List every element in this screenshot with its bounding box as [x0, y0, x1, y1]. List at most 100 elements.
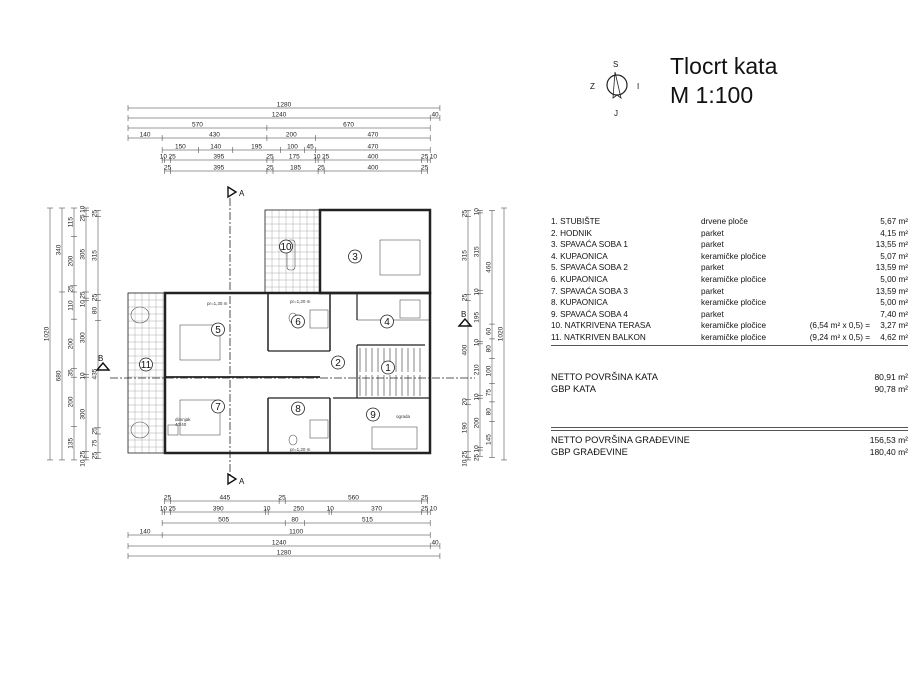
- section-b-label: B: [98, 354, 103, 363]
- section-b-left-marker: [95, 361, 111, 371]
- summary-value: 80,91 m²: [874, 372, 908, 382]
- room-area: 4,15 m²: [880, 228, 908, 238]
- dimension-label: 25: [421, 495, 429, 502]
- dimension-label: 60: [486, 328, 493, 336]
- dimension-label: 140: [140, 132, 151, 139]
- dimension-label: 400: [367, 154, 378, 161]
- summary-label: GBP GRAĐEVINE: [551, 447, 628, 457]
- dimension-label: 1100: [289, 529, 303, 536]
- dimension-label: 10: [474, 208, 481, 216]
- dimension-label: 10: [462, 459, 469, 467]
- room-number-circle: [381, 360, 395, 375]
- dimension-label: 10: [160, 154, 168, 161]
- dimension-label: 25: [279, 495, 287, 502]
- dimension-label: 10: [80, 459, 87, 467]
- dimension-label: 395: [213, 154, 224, 161]
- room-area: 5,00 m²: [880, 298, 908, 308]
- dimension-label: 200: [286, 132, 297, 139]
- dimension-label: 80: [92, 307, 99, 315]
- room-number-circle: [291, 314, 305, 329]
- room-area: 7,40 m²: [880, 309, 908, 319]
- dimension-label: 315: [462, 250, 469, 261]
- dimension-label: 10: [327, 506, 335, 513]
- dimension-label: 190: [462, 422, 469, 433]
- dimension-label: 340: [56, 244, 63, 255]
- dimension-label: 25: [474, 454, 481, 462]
- summary-label: NETTO POVRŠINA KATA: [551, 372, 658, 382]
- dimension-label: 110: [68, 300, 75, 311]
- dimension-label: 25: [164, 165, 172, 172]
- summary-value: 156,53 m²: [869, 435, 908, 445]
- chimney: [167, 424, 179, 436]
- dimension-label: 75: [92, 439, 99, 447]
- legend-rule: [551, 344, 908, 346]
- dimension-label: 1280: [277, 550, 292, 557]
- dimension-label: 25: [68, 285, 75, 293]
- dimension-label: 25: [92, 294, 99, 302]
- dimension-label: 25: [421, 154, 429, 161]
- table-terrace: [286, 239, 296, 271]
- room-number-circle: [211, 322, 225, 337]
- room-material: parket: [701, 309, 724, 319]
- dimension-label: 25: [421, 165, 429, 172]
- dimension-label: 395: [213, 165, 224, 172]
- dimension-label: 25: [462, 450, 469, 458]
- section-lines: [110, 198, 475, 478]
- chimney-size: 40/40: [175, 422, 187, 427]
- section-a-bottom-marker: [227, 472, 238, 486]
- dimension-label: 80: [486, 345, 493, 353]
- room-material: parket: [701, 240, 724, 250]
- dimension-label: 505: [218, 517, 229, 524]
- shower-8: [309, 419, 329, 439]
- dimension-label: 515: [362, 517, 373, 524]
- room-material: drvene ploče: [701, 217, 748, 226]
- room-number: 2: [335, 358, 341, 369]
- room-number-circle: [366, 407, 380, 422]
- dimension-label: 1280: [277, 102, 292, 109]
- north-arrow-icon: [606, 71, 628, 99]
- room-name: 2. HODNIK: [551, 228, 592, 238]
- bed-room-7: [179, 399, 221, 436]
- section-a-top-marker: [227, 185, 238, 199]
- room-number-circle: [279, 239, 293, 254]
- scale-text: M 1:100: [670, 82, 754, 108]
- compass-west: Z: [590, 82, 595, 91]
- dimension-label: 1020: [498, 326, 505, 341]
- dimension-label: 150: [175, 144, 186, 151]
- dimension-label: 135: [68, 437, 75, 448]
- dimension-label: 25: [164, 495, 172, 502]
- dimension-label: 195: [251, 144, 262, 151]
- room-name: 7. SPAVAĆA SOBA 3: [551, 286, 628, 296]
- dimension-label: 80: [291, 517, 299, 524]
- dimension-label: 670: [343, 122, 354, 129]
- dimension-label: 430: [209, 132, 220, 139]
- room-material: parket: [701, 263, 724, 273]
- dimension-label: 195: [474, 311, 481, 322]
- room-area: 13,55 m²: [875, 240, 908, 250]
- dimension-label: 210: [474, 364, 481, 375]
- dimension-label: 75: [486, 389, 493, 397]
- room-number: 5: [215, 325, 221, 336]
- section-a-label: A: [239, 477, 245, 486]
- dimension-label: 185: [290, 165, 301, 172]
- dimension-label: 10: [474, 339, 481, 347]
- room-material: keramičke pločice: [701, 332, 767, 342]
- dimension-label: 40: [431, 540, 439, 547]
- room-material: parket: [701, 228, 724, 238]
- room-number-circle: [211, 399, 225, 414]
- room-area: 13,59 m²: [875, 286, 908, 296]
- dimension-label: 25: [92, 210, 99, 218]
- area-calculation: (9,24 m² x 0,5) =: [809, 332, 870, 342]
- summary-value: 90,78 m²: [874, 384, 908, 394]
- dimension-label: 25: [80, 291, 87, 299]
- dimension-label: 470: [367, 144, 378, 151]
- summary-value: 180,40 m²: [869, 447, 908, 457]
- room-number-circle: [331, 355, 345, 370]
